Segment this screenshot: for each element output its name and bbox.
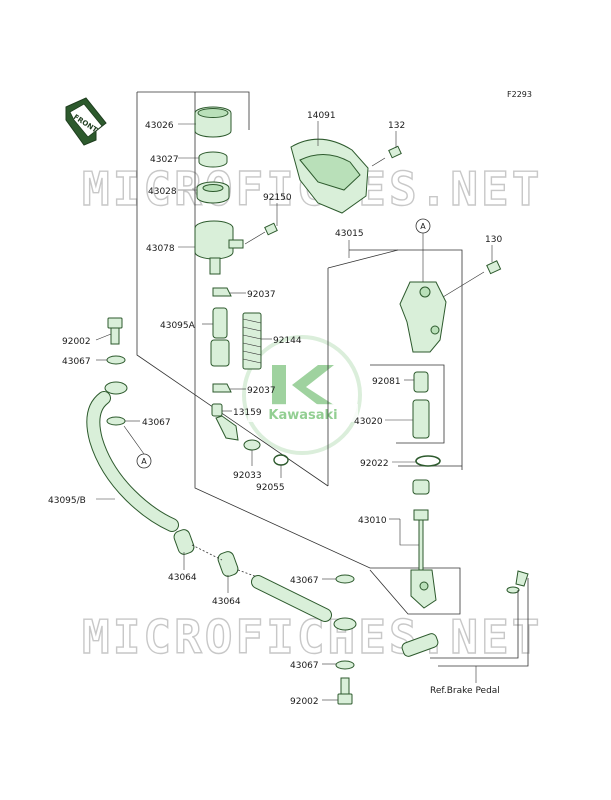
part-130-bolt[interactable]	[442, 260, 502, 298]
part-43028-diaphragm[interactable]	[196, 181, 230, 204]
part-43095A-hose[interactable]	[210, 307, 230, 367]
part-43067-washer-d[interactable]	[335, 660, 355, 670]
part-43026-reservoir-cap[interactable]	[194, 106, 232, 138]
callout-a-upper: A	[415, 218, 431, 282]
reference-label: Ref.Brake Pedal	[430, 686, 500, 696]
label-43067-a[interactable]: 43067	[62, 357, 91, 367]
part-92037-clamp-top[interactable]	[212, 287, 232, 297]
part-43015-master-cylinder[interactable]	[399, 281, 447, 353]
label-43078[interactable]: 43078	[146, 244, 175, 254]
part-43095B-hose[interactable]	[86, 381, 179, 532]
label-13159[interactable]: 13159	[233, 408, 262, 418]
part-92022-circlip[interactable]	[415, 455, 441, 467]
label-43095B[interactable]: 43095/B	[48, 496, 86, 506]
label-43067-d[interactable]: 43067	[290, 661, 319, 671]
part-43067-washer-c[interactable]	[335, 574, 355, 584]
part-132-bolt[interactable]	[371, 145, 402, 167]
part-92081-piston-kit[interactable]	[412, 371, 430, 439]
part-43064-guide-a[interactable]	[172, 528, 195, 556]
part-92033-circlip[interactable]	[243, 439, 261, 451]
label-43095A[interactable]: 43095A	[160, 321, 196, 331]
part-92002-bolt-top[interactable]	[107, 317, 123, 345]
label-43067-c[interactable]: 43067	[290, 576, 319, 586]
watermark-bottom: MICROFICHES.NET	[82, 610, 542, 664]
part-43010-push-rod[interactable]	[410, 479, 437, 609]
svg-text:A: A	[420, 222, 426, 231]
part-92037-clamp-bottom[interactable]	[212, 383, 232, 393]
part-92144-spring[interactable]	[242, 312, 262, 370]
part-labels: 43026 43027 43028 43078 14091 132 92150 …	[48, 111, 502, 707]
label-43010[interactable]: 43010	[358, 516, 387, 526]
label-132[interactable]: 132	[388, 121, 405, 131]
part-pin-cotter[interactable]	[401, 570, 529, 658]
label-92037-top[interactable]: 92037	[247, 290, 276, 300]
label-92144[interactable]: 92144	[273, 336, 302, 346]
label-92037-bottom[interactable]: 92037	[247, 386, 276, 396]
part-92150-bolt[interactable]	[244, 222, 278, 245]
label-92002-bottom[interactable]: 92002	[290, 697, 319, 707]
leader-lines	[95, 121, 493, 701]
label-43064-a[interactable]: 43064	[168, 573, 197, 583]
label-92022[interactable]: 92022	[360, 459, 389, 469]
front-arrow-icon: FRONT	[65, 97, 107, 146]
label-92033[interactable]: 92033	[233, 471, 262, 481]
part-43078-reservoir[interactable]	[194, 220, 244, 275]
svg-text:A: A	[141, 457, 147, 466]
kawasaki-logo: Kawasaki	[242, 335, 362, 455]
label-92055[interactable]: 92055	[256, 483, 285, 493]
part-43067-washer-lower[interactable]	[106, 416, 126, 426]
label-92002-top[interactable]: 92002	[62, 337, 91, 347]
label-43067-b[interactable]: 43067	[142, 418, 171, 428]
label-43015[interactable]: 43015	[335, 229, 364, 239]
label-43028[interactable]: 43028	[148, 187, 177, 197]
frame-outline	[136, 91, 463, 615]
label-43064-b[interactable]: 43064	[212, 597, 241, 607]
part-92055-o-ring[interactable]	[273, 454, 289, 466]
label-43020[interactable]: 43020	[354, 417, 383, 427]
label-14091[interactable]: 14091	[307, 111, 336, 121]
logo-text: Kawasaki	[268, 408, 337, 423]
label-43027[interactable]: 43027	[150, 155, 179, 165]
part-14091-cover[interactable]	[290, 138, 369, 214]
label-92150[interactable]: 92150	[263, 193, 292, 203]
part-43064-guide-b[interactable]	[216, 550, 239, 578]
label-43026[interactable]: 43026	[145, 121, 174, 131]
part-43067-washer-upper[interactable]	[106, 355, 126, 365]
diagram-code: F2293	[507, 90, 532, 99]
part-92002-bolt-bottom[interactable]	[337, 677, 353, 705]
label-92081[interactable]: 92081	[372, 377, 401, 387]
callout-a-lower: A	[123, 425, 152, 469]
part-13159-joint[interactable]	[211, 403, 239, 441]
part-43027-plate[interactable]	[198, 151, 228, 168]
part-43095B-hose-end[interactable]	[251, 575, 357, 631]
label-130[interactable]: 130	[485, 235, 502, 245]
